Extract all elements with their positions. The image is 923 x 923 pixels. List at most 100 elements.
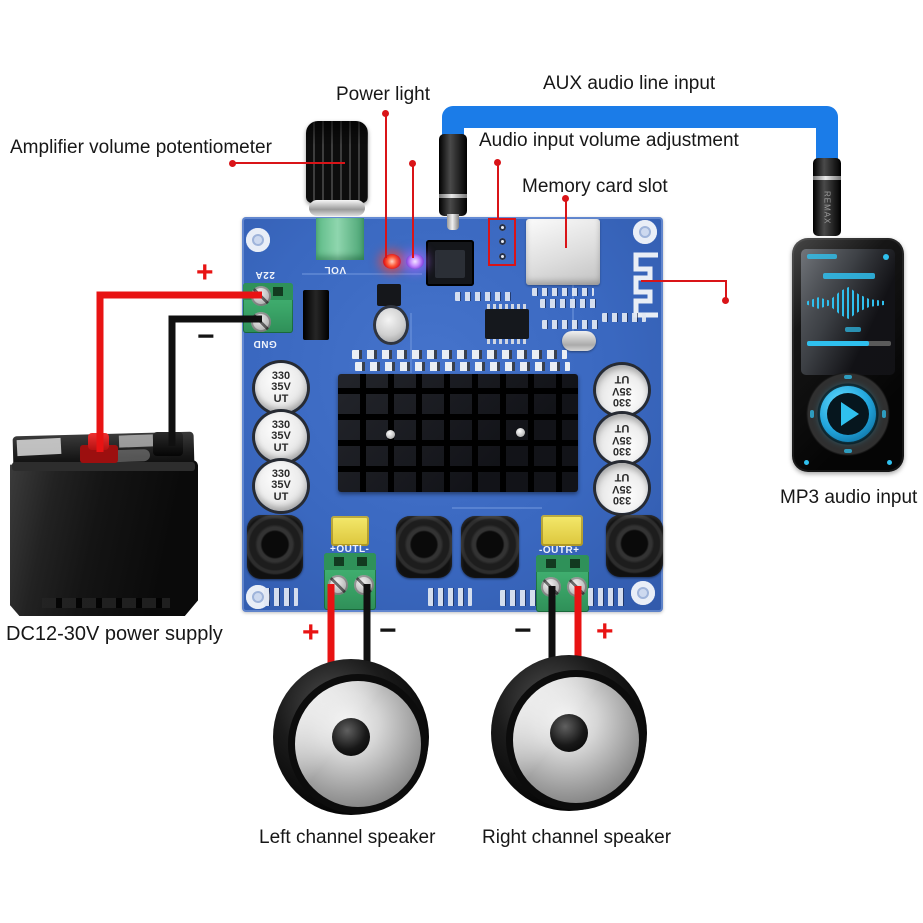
inductor <box>396 516 452 578</box>
inductor <box>247 515 303 579</box>
terminal-slot <box>357 557 367 566</box>
smd-pads <box>264 588 298 606</box>
battery-minus-sign: − <box>197 320 215 353</box>
screen-waveform <box>807 287 887 319</box>
inductor <box>461 516 519 578</box>
small-capacitor <box>376 308 406 342</box>
leader-line-status-led <box>412 163 414 258</box>
leader-dot-amplifier-volume <box>229 160 236 167</box>
smd-pads <box>542 320 602 329</box>
label-left-speaker: Left channel speaker <box>259 827 436 848</box>
screen-song-title <box>823 273 875 279</box>
mounting-hole <box>246 228 270 252</box>
aux-cable <box>442 106 838 172</box>
volume-knob-ring <box>309 200 365 216</box>
plug-brand-text: REMAX <box>822 191 832 225</box>
label-memory-card: Memory card slot <box>522 176 668 197</box>
crystal-oscillator <box>562 331 596 351</box>
battery-plus-sign: + <box>196 256 214 289</box>
resistor-row <box>352 350 567 359</box>
player-bottom-icon <box>887 460 892 465</box>
smd-transistor <box>377 284 401 306</box>
label-mp3-input: MP3 audio input <box>780 487 918 508</box>
screen-progress-bar <box>807 341 891 346</box>
plug-band <box>439 194 467 198</box>
label-power-supply: DC12-30V power supply <box>6 623 223 645</box>
battery-ridge <box>12 462 195 471</box>
smd-pads <box>588 588 628 606</box>
memory-card-slot <box>526 219 600 285</box>
screen-status-icon <box>883 254 889 260</box>
status-led <box>406 254 424 269</box>
right-speaker-minus-sign: − <box>514 614 532 647</box>
audio-volume-header <box>488 218 516 266</box>
film-capacitor <box>331 516 369 546</box>
label-right-speaker: Right channel speaker <box>482 827 672 848</box>
amplifier-board: VOL 22A GND <box>242 217 663 612</box>
inductor <box>606 515 663 577</box>
battery-vents <box>42 598 170 608</box>
battery-negative-terminal <box>153 432 183 456</box>
resistor-row <box>355 362 570 371</box>
dpad-down-icon <box>844 449 852 453</box>
speaker-dust-cap <box>332 718 370 756</box>
terminal-slot <box>334 557 344 566</box>
aux-plug-board-end <box>439 134 467 216</box>
label-power-light: Power light <box>336 84 430 105</box>
soic-chip <box>485 304 529 344</box>
film-capacitor <box>541 515 583 546</box>
heatsink-screw <box>386 430 395 439</box>
pcb-trace <box>452 507 542 509</box>
terminal-slot <box>546 559 556 568</box>
dpad-up-icon <box>844 375 852 379</box>
player-bottom-icon <box>804 460 809 465</box>
right-speaker <box>491 655 647 811</box>
pcb-trace <box>572 275 574 345</box>
mp3-player <box>792 238 904 472</box>
speaker-dust-cap <box>550 714 588 752</box>
leader-line-antenna-drop <box>725 280 727 299</box>
aux-plug-player-end: REMAX <box>813 158 841 236</box>
leader-dot-antenna <box>722 297 729 304</box>
plug-band <box>813 176 841 180</box>
volume-potentiometer-body <box>316 218 364 260</box>
aux-jack <box>426 240 474 286</box>
left-speaker-plus-sign: + <box>302 616 320 649</box>
silkscreen-outl: +OUTL- <box>330 544 370 555</box>
power-led <box>383 254 401 269</box>
smd-pads <box>428 588 472 606</box>
left-speaker <box>273 659 429 815</box>
leader-line-amplifier-volume <box>233 162 345 164</box>
dpad-right-icon <box>882 410 886 418</box>
smd-pads <box>602 313 646 322</box>
smd-pads <box>532 288 594 296</box>
mounting-hole <box>633 220 657 244</box>
smd-pads <box>540 299 596 308</box>
mp3-screen <box>801 249 895 375</box>
pcb-trace <box>302 273 422 275</box>
pcb-trace <box>410 313 412 373</box>
battery-negative-wire <box>168 315 262 446</box>
aux-plug-tip <box>447 214 459 230</box>
heatsink <box>338 374 578 492</box>
smd-pads <box>455 292 511 301</box>
terminal-slot <box>273 287 283 296</box>
diode <box>303 290 329 340</box>
terminal-slot <box>570 559 580 568</box>
silkscreen-outr: -OUTR+ <box>539 545 580 556</box>
dpad-left-icon <box>810 410 814 418</box>
label-aux-line: AUX audio line input <box>543 73 716 94</box>
leader-line-power-light <box>385 113 387 258</box>
play-icon <box>841 402 859 426</box>
heatsink-screw <box>516 428 525 437</box>
right-speaker-plus-sign: + <box>596 615 614 648</box>
mounting-hole <box>631 581 655 605</box>
pcb-antenna <box>633 252 658 318</box>
smd-pads <box>500 590 540 606</box>
leader-line-memory-card <box>565 198 567 248</box>
screen-status-text <box>807 254 837 259</box>
